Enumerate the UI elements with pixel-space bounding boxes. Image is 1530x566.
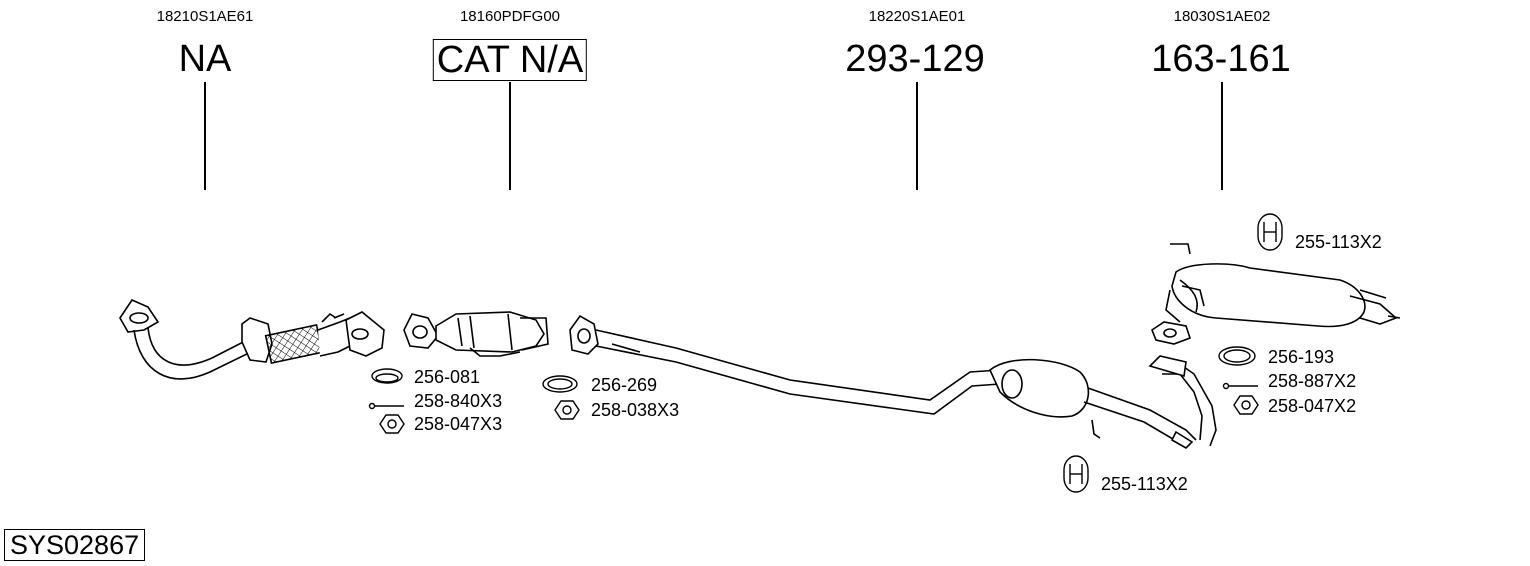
oem-number-rear-silencer: 18030S1AE02 <box>1173 8 1271 25</box>
label-nut-258-047-a: 258-047X3 <box>414 414 503 434</box>
nut-icon-258-038 <box>554 400 580 420</box>
gasket-icon-256-193 <box>1218 346 1256 366</box>
nut-icon-258-047-a <box>379 414 405 434</box>
hanger-icon-rear <box>1257 213 1283 251</box>
ref-catalyst: CAT N/A <box>432 39 588 81</box>
label-hanger-rear: 255-113X2 <box>1295 232 1382 252</box>
leader-line-catalyst <box>509 82 511 190</box>
nut-icon-258-047-b <box>1233 395 1259 415</box>
leader-line-middle-section <box>916 82 918 190</box>
label-gasket-256-081: 256-081 <box>414 367 481 387</box>
gasket-icon-256-081 <box>371 368 403 384</box>
hanger-icon-middle <box>1063 455 1089 493</box>
system-code-box: SYS02867 <box>4 529 146 561</box>
oem-number-front-pipe: 18210S1AE61 <box>156 8 254 25</box>
label-hanger-middle: 255-113X2 <box>1101 474 1188 494</box>
label-gasket-256-269: 256-269 <box>591 375 658 395</box>
ref-front-pipe: NA <box>178 38 232 80</box>
oem-number-catalyst: 18160PDFG00 <box>459 8 561 25</box>
bolt-icon-258-840 <box>368 402 404 410</box>
label-bolt-258-887: 258-887X2 <box>1268 371 1357 391</box>
label-nut-258-047-b: 258-047X2 <box>1268 396 1357 416</box>
middle-section <box>569 314 1197 449</box>
label-gasket-256-193: 256-193 <box>1268 347 1335 367</box>
label-bolt-258-840: 258-840X3 <box>414 391 503 411</box>
ref-rear-silencer: 163-161 <box>1151 38 1291 80</box>
oem-number-middle-section: 18220S1AE01 <box>868 8 966 25</box>
leader-line-rear-silencer <box>1221 82 1223 190</box>
rear-silencer <box>1148 243 1401 447</box>
bolt-icon-258-887 <box>1222 382 1258 390</box>
gasket-icon-256-269 <box>542 375 578 393</box>
leader-line-front-pipe <box>204 82 206 190</box>
front-pipe <box>119 298 385 380</box>
label-nut-258-038: 258-038X3 <box>591 400 680 420</box>
catalyst <box>403 311 549 357</box>
ref-middle-section: 293-129 <box>845 38 985 80</box>
